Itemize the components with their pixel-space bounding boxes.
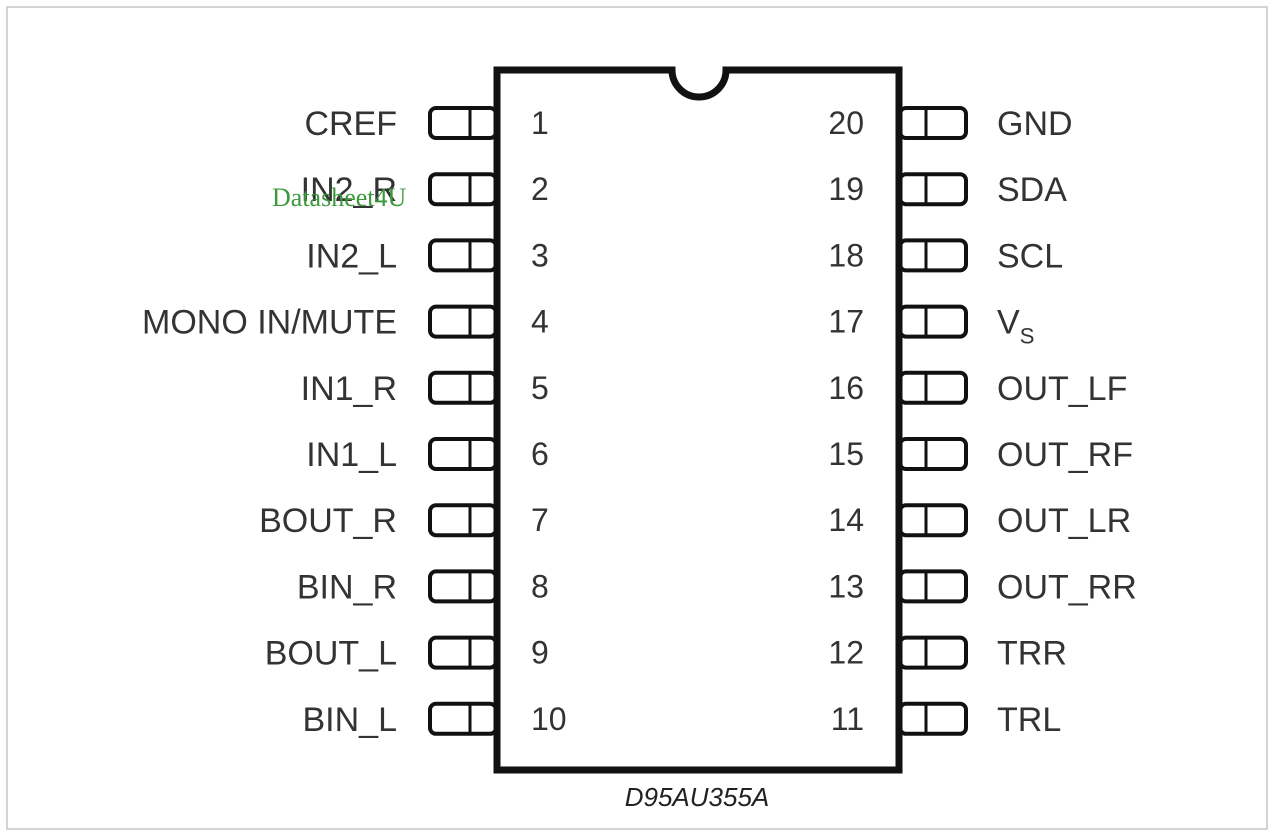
left-pin-lead-9 (428, 635, 498, 670)
pins-layer (428, 106, 968, 736)
right-pin-lead-11 (898, 701, 968, 736)
left-pin-label-1: CREF (304, 105, 397, 143)
left-pin-label-7: BOUT_R (259, 502, 397, 540)
right-pin-label-main-18: SCL (997, 237, 1063, 275)
right-pin-label-main-16: OUT_LF (997, 370, 1127, 408)
left-pin-label-main-10: BIN_L (303, 701, 398, 739)
left-pin-number-5: 5 (531, 370, 549, 406)
left-pin-label-10: BIN_L (303, 701, 398, 739)
right-pin-label-18: SCL (997, 237, 1063, 275)
right-pin-lead-15 (898, 437, 968, 471)
right-pin-number-20: 20 (828, 105, 864, 141)
left-pin-lead-3 (428, 238, 498, 273)
left-pin-number-6: 6 (531, 436, 549, 472)
left-pin-number-4: 4 (531, 304, 549, 340)
labels-layer: 1 CREF 2 IN2_R 3 IN2_L 4 MONO IN/MUTE 5 IN1_R 6 IN1… (142, 105, 1137, 739)
right-pin-label-subscript-17: S (1020, 324, 1035, 349)
left-pin-lead-10 (428, 701, 498, 736)
right-pin-number-15: 15 (828, 436, 864, 472)
watermark-text: Datasheet4U (272, 183, 407, 212)
left-pin-label-main-6: IN1_L (306, 436, 397, 474)
left-pin-label-main-8: BIN_R (297, 568, 397, 606)
left-pin-lead-8 (428, 569, 498, 604)
left-pin-number-2: 2 (531, 171, 549, 207)
left-pin-number-7: 7 (531, 502, 549, 538)
left-pin-label-main-9: BOUT_L (265, 635, 397, 673)
left-pin-lead-6 (428, 437, 498, 471)
right-pin-label-19: SDA (997, 171, 1067, 209)
right-pin-number-14: 14 (828, 502, 864, 538)
right-pin-number-16: 16 (828, 370, 864, 406)
right-pin-label-14: OUT_LR (997, 502, 1131, 540)
left-pin-number-1: 1 (531, 105, 549, 141)
right-pin-label-main-17: V (997, 304, 1020, 342)
left-pin-label-2: IN2_R (301, 171, 397, 209)
right-pin-label-13: OUT_RR (997, 568, 1137, 606)
left-pin-label-main-3: IN2_L (306, 237, 397, 275)
left-pin-number-8: 8 (531, 568, 549, 604)
right-pin-number-19: 19 (828, 171, 864, 207)
left-pin-label-9: BOUT_L (265, 635, 397, 673)
right-pin-lead-19 (898, 172, 968, 207)
left-pin-label-main-5: IN1_R (301, 370, 397, 408)
right-pin-label-main-11: TRL (997, 701, 1061, 739)
right-pin-label-main-15: OUT_RF (997, 436, 1133, 474)
left-pin-lead-5 (428, 370, 498, 405)
part-code: D95AU355A (625, 782, 770, 812)
left-pin-lead-1 (428, 106, 498, 140)
left-pin-number-9: 9 (531, 635, 549, 671)
right-pin-lead-13 (898, 569, 968, 604)
left-pin-lead-7 (428, 503, 498, 538)
diagram-frame (6, 6, 1268, 830)
left-pin-lead-4 (428, 304, 498, 339)
right-pin-lead-18 (898, 238, 968, 273)
right-pin-number-11: 11 (831, 701, 864, 737)
left-pin-label-4: MONO IN/MUTE (142, 304, 397, 342)
left-pin-label-main-2: IN2_R (301, 171, 397, 209)
left-pin-label-main-7: BOUT_R (259, 502, 397, 540)
right-pin-lead-12 (898, 635, 968, 670)
right-pin-label-16: OUT_LF (997, 370, 1127, 408)
left-pin-label-main-1: CREF (304, 105, 397, 143)
left-pin-label-main-4: MONO IN/MUTE (142, 304, 397, 342)
right-pin-label-main-19: SDA (997, 171, 1067, 209)
right-pin-number-13: 13 (828, 568, 864, 604)
ic-body (493, 66, 903, 774)
left-pin-number-3: 3 (531, 237, 549, 273)
right-pin-label-main-20: GND (997, 105, 1073, 143)
right-pin-number-17: 17 (828, 304, 864, 340)
left-pin-label-3: IN2_L (306, 237, 397, 275)
right-pin-label-main-13: OUT_RR (997, 568, 1137, 606)
right-pin-lead-16 (898, 370, 968, 405)
right-pin-lead-20 (898, 106, 968, 140)
right-pin-label-17: VS (997, 304, 1034, 349)
left-pin-label-8: BIN_R (297, 568, 397, 606)
right-pin-label-11: TRL (997, 701, 1061, 739)
left-pin-number-10: 10 (531, 701, 567, 737)
right-pin-label-12: TRR (997, 635, 1067, 673)
right-pin-label-15: OUT_RF (997, 436, 1133, 474)
right-pin-label-main-12: TRR (997, 635, 1067, 673)
left-pin-label-6: IN1_L (306, 436, 397, 474)
right-pin-label-main-14: OUT_LR (997, 502, 1131, 540)
right-pin-lead-17 (898, 304, 968, 339)
left-pin-label-5: IN1_R (301, 370, 397, 408)
right-pin-number-12: 12 (828, 635, 864, 671)
right-pin-lead-14 (898, 503, 968, 538)
right-pin-label-20: GND (997, 105, 1073, 143)
left-pin-lead-2 (428, 172, 498, 207)
right-pin-number-18: 18 (828, 237, 864, 273)
